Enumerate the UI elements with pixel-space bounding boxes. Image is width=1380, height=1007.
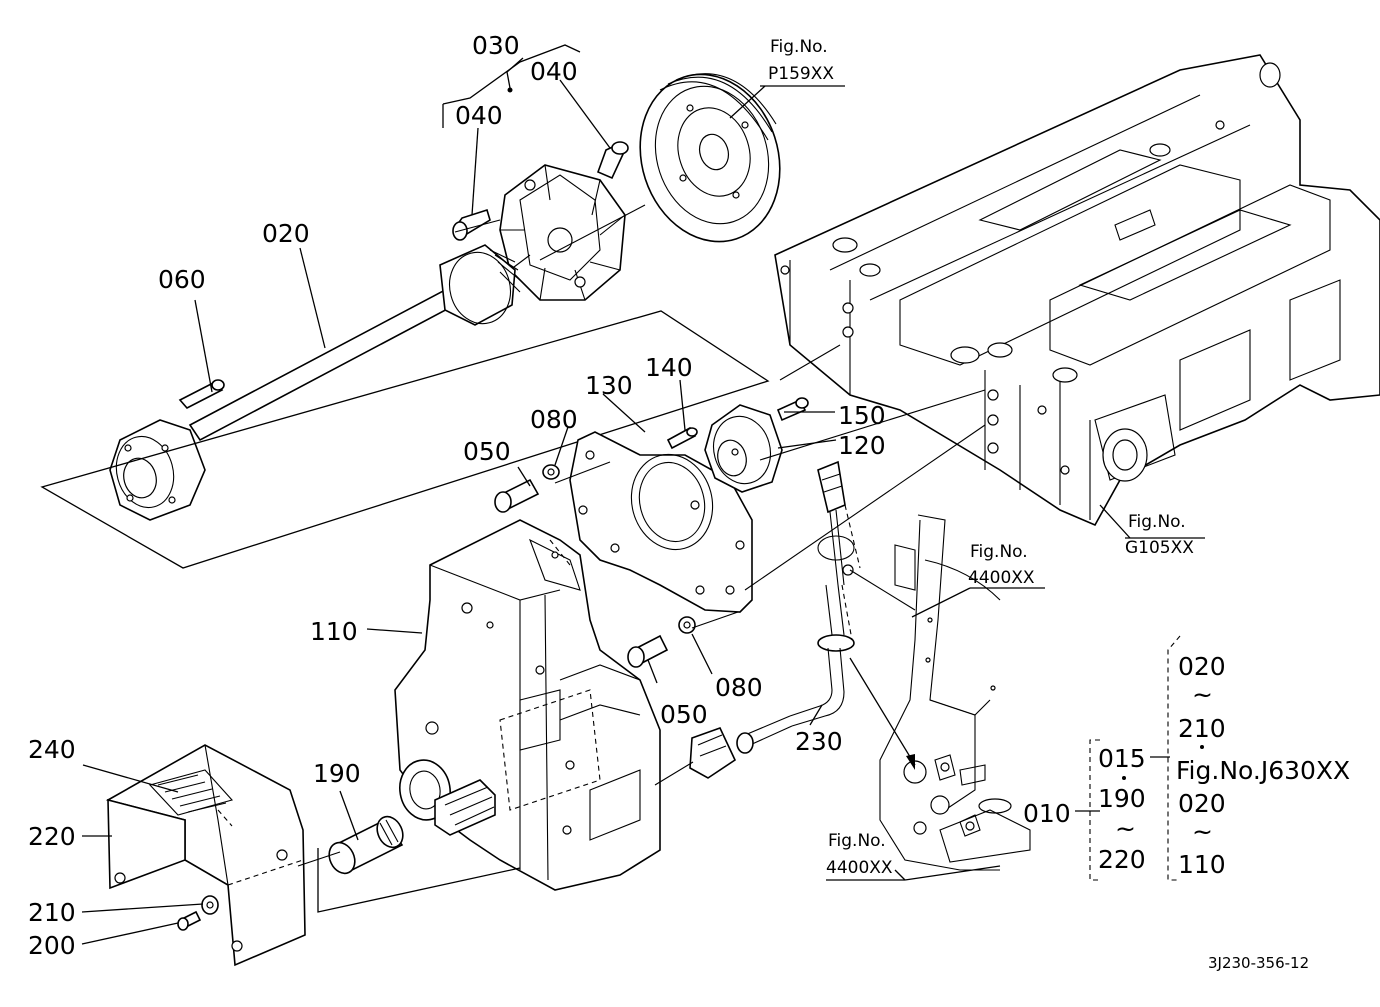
- frame-casting: [774, 54, 1380, 527]
- sensor-harness: [689, 460, 855, 779]
- callout-040-upper: 040: [530, 57, 578, 86]
- diagram-code: 3J230-356-12: [1208, 954, 1309, 972]
- assembly-legend: 015 190 ~ 220 020 ~ 210 Fig.No.J630XX 02…: [1098, 652, 1350, 879]
- ref-g105-code: G105XX: [1125, 538, 1194, 558]
- legend-tilde-3: ~: [1192, 817, 1213, 846]
- legend-row-015: 015: [1098, 744, 1146, 773]
- legend-right-110: 110: [1178, 850, 1226, 879]
- coupling-assembly: [452, 141, 629, 301]
- callout-190: 190: [313, 759, 361, 788]
- leader-lines: [81, 44, 1205, 945]
- ref-g105-label: Fig.No.: [1128, 512, 1186, 532]
- flywheel: [639, 73, 781, 243]
- callout-050-lower: 050: [660, 700, 708, 729]
- legend-tilde-2: ~: [1192, 680, 1213, 709]
- bearing-housing: [704, 404, 783, 493]
- callout-numbers: 030 040 040 020 060 140 130 150 120 080 …: [28, 31, 1071, 960]
- shield-cover: [105, 744, 306, 967]
- ref-4400-upper-code: 4400XX: [968, 568, 1035, 588]
- figure-references: Fig.No. P159XX Fig.No. G105XX Fig.No. 44…: [768, 37, 1194, 878]
- warning-decal: [148, 769, 234, 816]
- callout-130: 130: [585, 371, 633, 400]
- callout-210: 210: [28, 898, 76, 927]
- gear-case: [394, 519, 661, 891]
- sleeve-bracket-line: [317, 848, 521, 913]
- bracket-plates: [879, 514, 1031, 871]
- spline-sleeve: [328, 815, 404, 875]
- callout-030: 030: [472, 31, 520, 60]
- callout-220: 220: [28, 822, 76, 851]
- legend-row-220: 220: [1098, 845, 1146, 874]
- callout-040-left: 040: [455, 101, 503, 130]
- ref-p159-code: P159XX: [768, 64, 834, 84]
- legend-tilde-1: ~: [1115, 814, 1136, 843]
- callout-240: 240: [28, 735, 76, 764]
- callout-020: 020: [262, 219, 310, 248]
- callout-140: 140: [645, 353, 693, 382]
- shaft-group-outline: [40, 310, 770, 569]
- callout-150: 150: [838, 401, 886, 430]
- callout-080-upper: 080: [530, 405, 578, 434]
- legend-right-210: 210: [1178, 714, 1226, 743]
- ref-p159-label: Fig.No.: [770, 37, 828, 57]
- callout-060: 060: [158, 265, 206, 294]
- legend-right-j630: Fig.No.J630XX: [1176, 756, 1350, 785]
- legend-row-190: 190: [1098, 784, 1146, 813]
- legend-right-020-b: 020: [1178, 789, 1226, 818]
- assembly-lines: [297, 204, 986, 867]
- callout-080-lower: 080: [715, 673, 763, 702]
- ref-4400-lower-code: 4400XX: [826, 858, 893, 878]
- callout-120: 120: [838, 431, 886, 460]
- ref-4400-upper-label: Fig.No.: [970, 542, 1028, 562]
- legend-right-020-a: 020: [1178, 652, 1226, 681]
- ref-4400-lower-label: Fig.No.: [828, 831, 886, 851]
- gear-cover-plate: [569, 431, 753, 613]
- callout-050-upper: 050: [463, 437, 511, 466]
- callout-200: 200: [28, 931, 76, 960]
- drive-shaft: [109, 244, 521, 521]
- callout-230: 230: [795, 727, 843, 756]
- callout-010: 010: [1023, 799, 1071, 828]
- callout-110: 110: [310, 617, 358, 646]
- fasteners: [494, 397, 809, 668]
